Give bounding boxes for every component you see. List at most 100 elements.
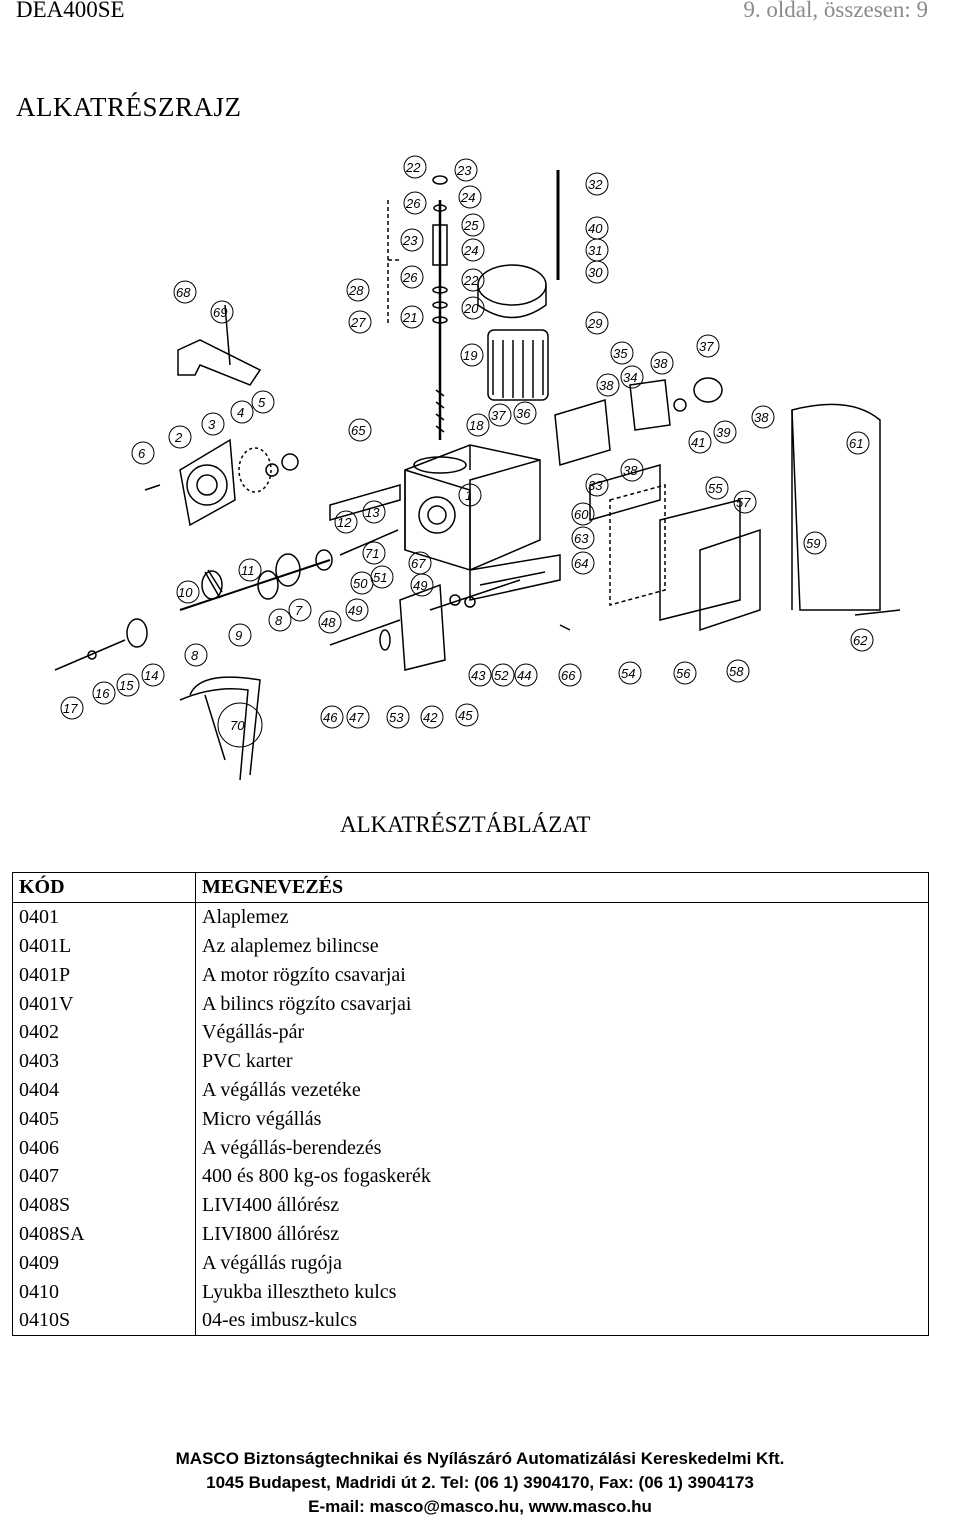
section-title: ALKATRÉSZRAJZ — [16, 92, 242, 122]
part-code: 0404 — [12, 1075, 196, 1105]
callout-number: 33 — [588, 478, 603, 493]
drive-shaft — [179, 559, 331, 611]
callout-number: 13 — [365, 505, 380, 520]
callout-number: 36 — [516, 406, 531, 421]
callout-number: 54 — [621, 666, 635, 681]
callout-number: 11 — [241, 563, 255, 578]
callout-number: 8 — [191, 648, 199, 663]
callout-number: 66 — [561, 668, 576, 683]
pinion-gear — [126, 618, 148, 648]
limit-switch-plate — [399, 583, 446, 671]
part-name: LIVI800 állórész — [202, 1222, 340, 1245]
part-code: 0401V — [12, 989, 196, 1018]
part-name: A végállás-berendezés — [202, 1136, 382, 1159]
callout-number: 48 — [321, 615, 336, 630]
drawing-linework — [54, 170, 901, 781]
part-name: Az alaplemez bilincse — [202, 934, 379, 957]
callout-number: 35 — [613, 346, 628, 361]
part-code: 0403 — [12, 1046, 196, 1076]
callout-number: 23 — [456, 163, 472, 178]
callout-number: 1 — [465, 488, 472, 503]
callout-number: 58 — [729, 664, 744, 679]
part-code: 0401 — [12, 902, 196, 932]
callout-number: 38 — [754, 410, 769, 425]
column-header-code: KÓD — [12, 872, 196, 903]
control-box — [699, 528, 761, 632]
callout-number: 44 — [517, 668, 531, 683]
part-name: A végállás rugója — [202, 1251, 342, 1274]
callout-number: 46 — [323, 710, 338, 725]
callout-number: 22 — [405, 160, 421, 175]
callout-number: 45 — [458, 708, 473, 723]
part-name: Lyukba illesztheto kulcs — [202, 1280, 397, 1303]
callout-number: 69 — [213, 305, 227, 320]
callout-number: 39 — [716, 425, 730, 440]
callout-number: 6 — [138, 446, 146, 461]
document-code: DEA400SE — [16, 0, 125, 22]
callout-number: 38 — [623, 463, 638, 478]
callout-number: 49 — [348, 603, 362, 618]
large-gear — [275, 553, 301, 587]
limit-bracket — [177, 339, 262, 386]
callout-number: 18 — [469, 418, 484, 433]
callout-number: 26 — [405, 196, 421, 211]
part-code: 0410S — [12, 1305, 196, 1336]
control-cover — [791, 403, 881, 611]
callout-number: 70 — [230, 718, 245, 733]
cable-bundle — [189, 676, 261, 776]
callout-number: 9 — [235, 628, 242, 643]
callout-number: 38 — [653, 356, 668, 371]
part-code: 0408S — [12, 1190, 196, 1220]
callout-number: 23 — [402, 233, 418, 248]
part-code: 0406 — [12, 1133, 196, 1162]
callout-number: 21 — [402, 310, 417, 325]
part-name: A bilincs rögzíto csavarjai — [202, 992, 412, 1015]
part-code: 0401P — [12, 960, 196, 990]
callout-number: 60 — [574, 507, 589, 522]
callout-number: 19 — [463, 348, 477, 363]
part-code: 0401L — [12, 931, 196, 961]
part-name: Végállás-pár — [202, 1021, 305, 1044]
part-name: LIVI400 állórész — [202, 1194, 340, 1217]
callout-number: 64 — [574, 556, 588, 571]
table-row: 0406 A végállás-berendezés — [12, 1133, 929, 1162]
part-name: Micro végállás — [202, 1107, 322, 1130]
callout-number: 26 — [402, 270, 418, 285]
callout-number: 41 — [691, 435, 705, 450]
table-row: 0401V A bilincs rögzíto csavarjai — [12, 989, 929, 1018]
callout-number: 42 — [423, 710, 438, 725]
callout-number: 12 — [337, 515, 352, 530]
part-code: 0410 — [12, 1277, 196, 1306]
callout-number: 49 — [413, 578, 427, 593]
callout-number: 24 — [463, 243, 478, 258]
callout-number: 53 — [389, 710, 404, 725]
table-header-row: KÓD MEGNEVEZÉS — [12, 872, 929, 903]
callout-number: 15 — [119, 678, 134, 693]
callout-number: 59 — [806, 536, 820, 551]
callout-number: 47 — [349, 710, 364, 725]
callout-number: 24 — [460, 190, 475, 205]
gearbox-bearing — [418, 496, 456, 534]
callout-labels: 1 2 3 4 5 6 7 8 8 9 10 11 12 13 14 15 16… — [60, 155, 874, 748]
table-row: 0401L Az alaplemez bilincse — [12, 931, 929, 961]
table-row: 0408S LIVI400 állórész — [12, 1190, 929, 1220]
callout-number: 4 — [237, 405, 244, 420]
table-row: 0402 Végállás-pár — [12, 1017, 929, 1047]
callout-number: 25 — [463, 218, 479, 233]
table-row: 0410 Lyukba illesztheto kulcs — [12, 1277, 929, 1306]
table-row: 0403 PVC karter — [12, 1046, 929, 1076]
gearbox-housing — [404, 444, 541, 571]
part-code: 0402 — [12, 1017, 196, 1047]
part-name: 04-es imbusz-kulcs — [202, 1309, 357, 1332]
page-number: 9. oldal, összesen: 9 — [743, 0, 928, 22]
part-name: PVC karter — [202, 1050, 293, 1073]
callout-number: 63 — [574, 531, 589, 546]
callout-number: 7 — [295, 603, 303, 618]
callout-number: 68 — [176, 285, 191, 300]
callout-number: 28 — [348, 283, 364, 298]
small-gear — [257, 570, 279, 600]
callout-number: 22 — [463, 273, 479, 288]
